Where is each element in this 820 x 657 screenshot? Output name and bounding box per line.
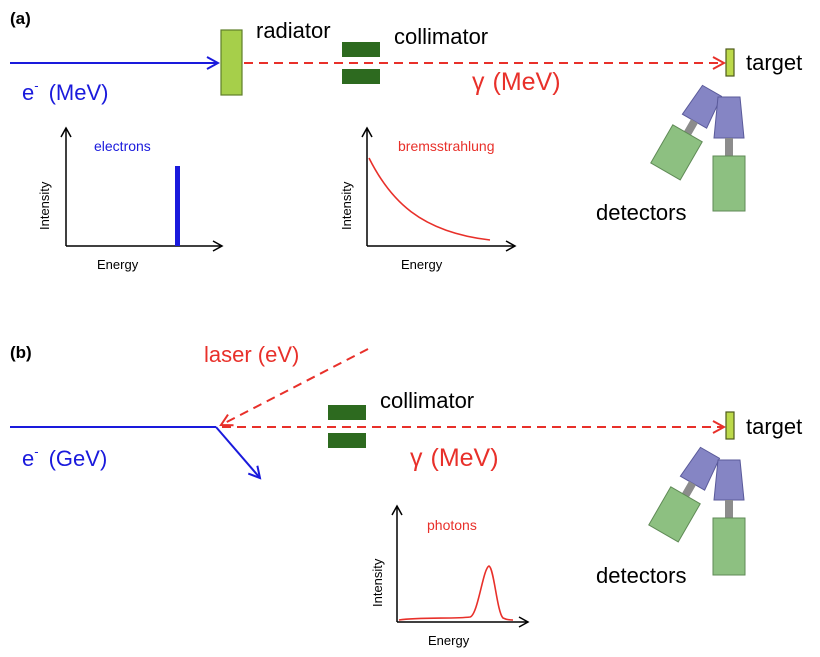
collimator-upper-block <box>342 42 380 57</box>
collimator-upper-block-b <box>328 405 366 420</box>
electrons-plot: electrons Energy Intensity <box>37 126 224 272</box>
electron-beam-label-b: e-(GeV) <box>22 444 107 471</box>
brems-curve-label: bremsstrahlung <box>398 138 495 154</box>
photons-plot: photons Energy Intensity <box>370 504 530 648</box>
detector-vertical-b <box>712 459 746 576</box>
photons-y-label: Intensity <box>370 558 385 607</box>
panel-a-label: (a) <box>10 9 31 28</box>
collimator-label-b: collimator <box>380 388 474 413</box>
target-block-b <box>725 411 735 440</box>
gamma-beam-label-b: γ(MeV) <box>410 444 499 472</box>
panel-a: (a) e-(MeV) radiator collimator γ(MeV) t… <box>10 9 802 272</box>
laser-label: laser (eV) <box>204 342 299 367</box>
target-block <box>725 48 735 77</box>
detectors-label-b: detectors <box>596 563 687 588</box>
electrons-spectrum-line <box>175 166 180 246</box>
brems-spectrum-curve <box>368 157 491 241</box>
photons-x-label: Energy <box>428 633 470 648</box>
scattered-electron-arrow <box>215 426 260 478</box>
brems-x-label: Energy <box>401 257 443 272</box>
collimator-label: collimator <box>394 24 488 49</box>
collimator-lower-block <box>342 69 380 84</box>
collimator-lower-block-b <box>328 433 366 448</box>
photons-spectrum-curve <box>398 565 514 621</box>
electron-beam-label: e-(MeV) <box>22 78 108 105</box>
target-label-b: target <box>746 414 802 439</box>
brems-y-label: Intensity <box>339 181 354 230</box>
bremsstrahlung-plot: bremsstrahlung Energy Intensity <box>339 126 517 272</box>
electrons-curve-label: electrons <box>94 138 151 154</box>
electrons-x-label: Energy <box>97 257 139 272</box>
radiator-block <box>220 29 243 96</box>
detector-tilted-b <box>648 446 721 543</box>
panel-b-label: (b) <box>10 343 32 362</box>
detectors-label: detectors <box>596 200 687 225</box>
target-label: target <box>746 50 802 75</box>
electrons-y-label: Intensity <box>37 181 52 230</box>
detector-vertical <box>712 96 746 212</box>
panel-b: (b) laser (eV) e-(GeV) collimator γ(MeV)… <box>10 342 802 648</box>
radiator-label: radiator <box>256 18 331 43</box>
photons-curve-label: photons <box>427 517 477 533</box>
gamma-beam-label: γ(MeV) <box>472 68 561 96</box>
detector-tilted <box>650 84 723 181</box>
laser-beam-arrow <box>221 348 369 425</box>
